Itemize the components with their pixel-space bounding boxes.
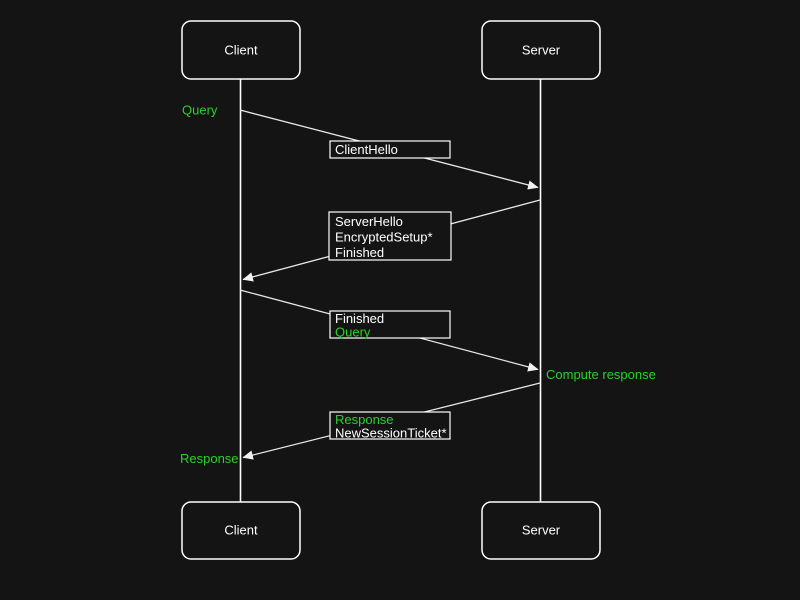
message-label: NewSessionTicket* (335, 426, 447, 441)
message-label: Finished (335, 245, 384, 260)
event-label-query: Query (182, 103, 218, 118)
message-label-box-serverhello (328, 211, 452, 261)
message-label: Query (335, 325, 371, 340)
actor-label-server-top: Server (522, 43, 561, 58)
actor-label-client-top: Client (224, 43, 258, 58)
actor-label-client-bottom: Client (224, 523, 258, 538)
actor-box-server-bottom (481, 501, 601, 560)
message-label-box-finished-query (329, 310, 451, 339)
event-label-response: Response (180, 451, 239, 466)
message-label: ServerHello (335, 214, 403, 229)
actor-box-server-top (481, 20, 601, 80)
message-label: ClientHello (335, 142, 398, 157)
message-label-box-clienthello (329, 140, 451, 159)
message-label: Response (335, 412, 394, 427)
event-label-compute-response: Compute response (546, 367, 656, 382)
actor-box-client-bottom (181, 501, 301, 560)
message-label: EncryptedSetup* (335, 230, 433, 245)
message-label: Finished (335, 311, 384, 326)
actor-box-client-top (181, 20, 301, 80)
message-label-box-response-ticket (329, 411, 451, 440)
actor-label-server-bottom: Server (522, 523, 561, 538)
